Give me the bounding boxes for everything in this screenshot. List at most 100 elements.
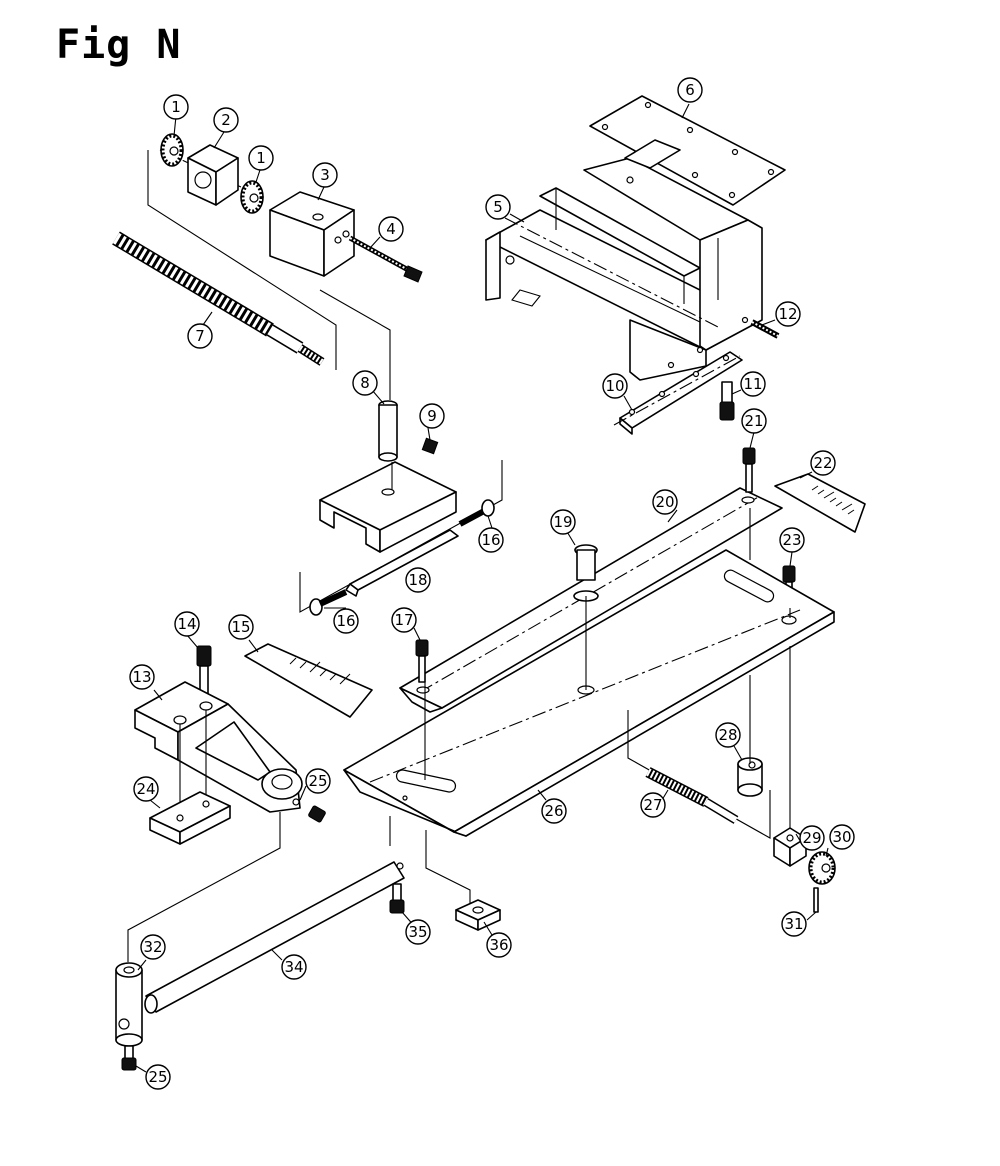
callout-28: 28	[715, 722, 741, 748]
callout-label: 1	[171, 98, 181, 116]
nut-bracket-assembly	[299, 289, 503, 616]
callout-17: 17	[391, 607, 417, 633]
callout-label: 27	[643, 796, 662, 814]
callout-27: 27	[640, 792, 666, 818]
handwheel-part-30	[808, 851, 836, 885]
callout-23: 23	[779, 527, 805, 553]
cross-slide-base-part-26	[343, 549, 835, 837]
bearing-block-part-2	[187, 144, 239, 206]
bearing-part-1a	[160, 133, 184, 167]
compound-slide-assembly	[485, 95, 786, 435]
callout-label: 18	[408, 571, 427, 589]
callout-6: 6	[677, 77, 703, 103]
callout-label: 3	[320, 166, 330, 184]
callout-26: 26	[541, 798, 567, 824]
screw-part-16b	[309, 589, 348, 616]
callout-label: 31	[784, 915, 803, 933]
callout-label: 35	[408, 923, 427, 941]
callout-label: 22	[813, 454, 832, 472]
screw-part-17	[415, 639, 429, 683]
carriage-arm-assembly	[134, 643, 373, 845]
lever-assembly	[115, 812, 501, 1071]
callout-20: 20	[652, 489, 678, 515]
callout-32: 32	[140, 934, 166, 960]
callout-13: 13	[129, 664, 155, 690]
callout-label: 11	[743, 375, 762, 393]
callout-35: 35	[405, 919, 431, 945]
leadscrew-nut-assembly	[112, 133, 423, 370]
leadscrew-part-7	[112, 231, 325, 366]
screw-part-11	[719, 381, 735, 421]
screw-part-4	[348, 235, 423, 283]
callout-label: 16	[336, 612, 355, 630]
callout-16a: 16	[478, 527, 504, 553]
callout-label: 7	[195, 327, 205, 345]
oiler-part-19	[573, 544, 599, 602]
callout-label: 34	[284, 958, 303, 976]
callout-label: 10	[605, 377, 624, 395]
pin-part-8	[378, 400, 398, 462]
compound-body-part-5	[485, 139, 763, 381]
callout-label: 8	[360, 374, 370, 392]
gib-part-36	[455, 899, 501, 931]
callout-16b: 16	[333, 608, 359, 634]
callout-15: 15	[228, 614, 254, 640]
callout-21: 21	[741, 408, 767, 434]
setscrew-part-9	[421, 437, 439, 455]
screw-part-35	[389, 883, 405, 914]
callout-11: 11	[740, 371, 766, 397]
callout-label: 28	[718, 726, 737, 744]
rod-part-34	[144, 861, 405, 1014]
callout-label: 12	[778, 305, 797, 323]
callout-label: 30	[832, 828, 851, 846]
callout-1b: 1	[248, 145, 274, 171]
callout-2: 2	[213, 107, 239, 133]
callout-34: 34	[281, 954, 307, 980]
callout-label: 36	[489, 936, 508, 954]
figure-title: Fig N	[56, 22, 182, 68]
scale-part-22	[774, 473, 866, 533]
gib-part-24	[149, 791, 231, 845]
callout-label: 14	[177, 615, 196, 633]
scale-part-15	[244, 643, 373, 718]
callout-4: 4	[378, 216, 404, 242]
callout-1a: 1	[163, 94, 189, 120]
callout-label: 25	[148, 1068, 167, 1086]
callout-22: 22	[810, 450, 836, 476]
leadscrew-part-27	[645, 767, 739, 824]
callout-3: 3	[312, 162, 338, 188]
callout-label: 21	[744, 412, 763, 430]
callout-7: 7	[187, 323, 213, 349]
callout-19: 19	[550, 509, 576, 535]
callout-label: 9	[427, 407, 437, 425]
callout-5: 5	[485, 194, 511, 220]
pin-part-31	[813, 887, 819, 913]
callout-8: 8	[352, 370, 378, 396]
screw-part-21	[742, 447, 756, 493]
callout-12: 12	[775, 301, 801, 327]
callout-label: 1	[256, 149, 266, 167]
callout-label: 23	[782, 531, 801, 549]
callout-29: 29	[799, 825, 825, 851]
callout-25b: 25	[145, 1064, 171, 1090]
callout-label: 15	[231, 618, 250, 636]
callout-label: 16	[481, 531, 500, 549]
screw-part-25a	[308, 805, 326, 823]
pivot-part-32	[115, 962, 143, 1047]
callout-label: 17	[394, 611, 413, 629]
callout-label: 29	[802, 829, 821, 847]
callout-label: 26	[544, 802, 563, 820]
callout-9: 9	[419, 403, 445, 429]
callout-label: 6	[685, 81, 695, 99]
gib-cover-part-6	[589, 95, 786, 206]
callout-30: 30	[829, 824, 855, 850]
callout-label: 4	[386, 220, 396, 238]
nut-block-part-3	[269, 191, 355, 277]
callout-36: 36	[486, 932, 512, 958]
callout-label: 25	[308, 772, 327, 790]
arm-part-13	[134, 681, 303, 813]
callout-18: 18	[405, 567, 431, 593]
gib-part-10	[613, 351, 743, 435]
callout-24: 24	[133, 776, 159, 802]
